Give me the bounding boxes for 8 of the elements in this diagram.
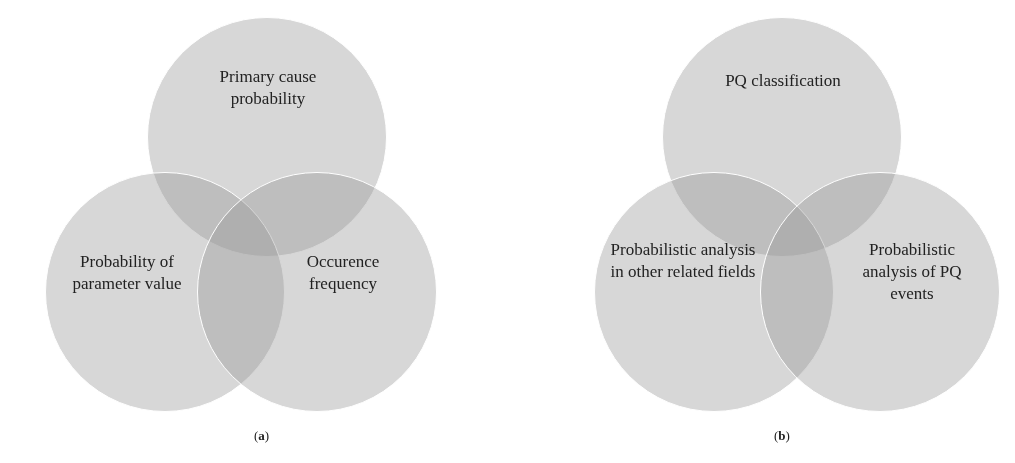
circle-label: Probabilistic analysis in other related fields — [609, 239, 757, 284]
circle-label: Occurence frequency — [305, 251, 381, 296]
circle-label: Probabilistic analysis of PQ events — [861, 239, 963, 306]
panel-caption: (b) — [774, 428, 790, 444]
circle-label: PQ classification — [724, 70, 842, 92]
panel-caption: (a) — [254, 428, 270, 444]
circle-label: Probability of parameter value — [71, 251, 183, 296]
circle-label: Primary cause probability — [218, 66, 318, 111]
